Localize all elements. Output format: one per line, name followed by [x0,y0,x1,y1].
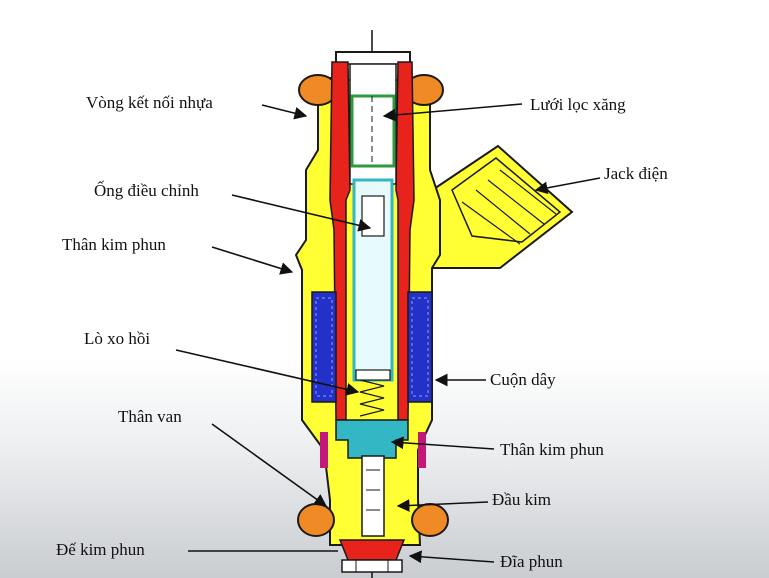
label-de-kim-phun: Đế kim phun [56,540,145,559]
label-luoi-loc-xang: Lưới lọc xăng [530,95,626,114]
needle-valve [361,455,385,537]
label-cuon-day: Cuộn dây [490,370,556,389]
magenta-left [320,432,328,468]
valve-body [335,419,409,459]
leader-than-kim-phun-left [211,246,294,275]
leader-lo-xo-hoi [175,349,360,396]
bottom-oring-left [297,503,335,537]
leader-lines [175,103,601,564]
leader-vong-ket-noi [261,104,308,120]
label-than-kim-phun-right: Thân kim phun [500,440,604,459]
label-dau-kim: Đầu kim [492,490,552,509]
spring-seat [355,369,391,381]
spray-disc [341,559,403,573]
leader-than-kim-phun-right [390,436,495,450]
fuel-filter [350,94,396,168]
return-spring [359,379,385,417]
label-ong-dieu-chinh: Ống điều chỉnh [94,181,199,200]
label-vong-ket-noi-nhua: Vòng kết nối nhựa [86,93,213,112]
leader-dia-phun [408,550,495,564]
label-than-kim-phun-left: Thân kim phun [62,235,166,254]
label-jack-dien: Jack điện [604,164,668,183]
label-than-van: Thân van [118,407,182,426]
leader-than-van [211,423,328,507]
leader-jack-dien [534,177,601,195]
leader-ong-dieu-chinh [231,194,372,232]
nozzle-seat [338,539,406,561]
magenta-right [418,432,426,468]
label-dia-phun: Đĩa phun [500,552,563,571]
coil-right [407,291,433,403]
bottom-oring-right [411,503,449,537]
label-lo-xo-hoi: Lò xo hồi [84,329,151,348]
leader-luoi-loc [382,103,523,122]
electrical-connector [408,144,574,269]
leader-dau-kim [396,499,489,512]
